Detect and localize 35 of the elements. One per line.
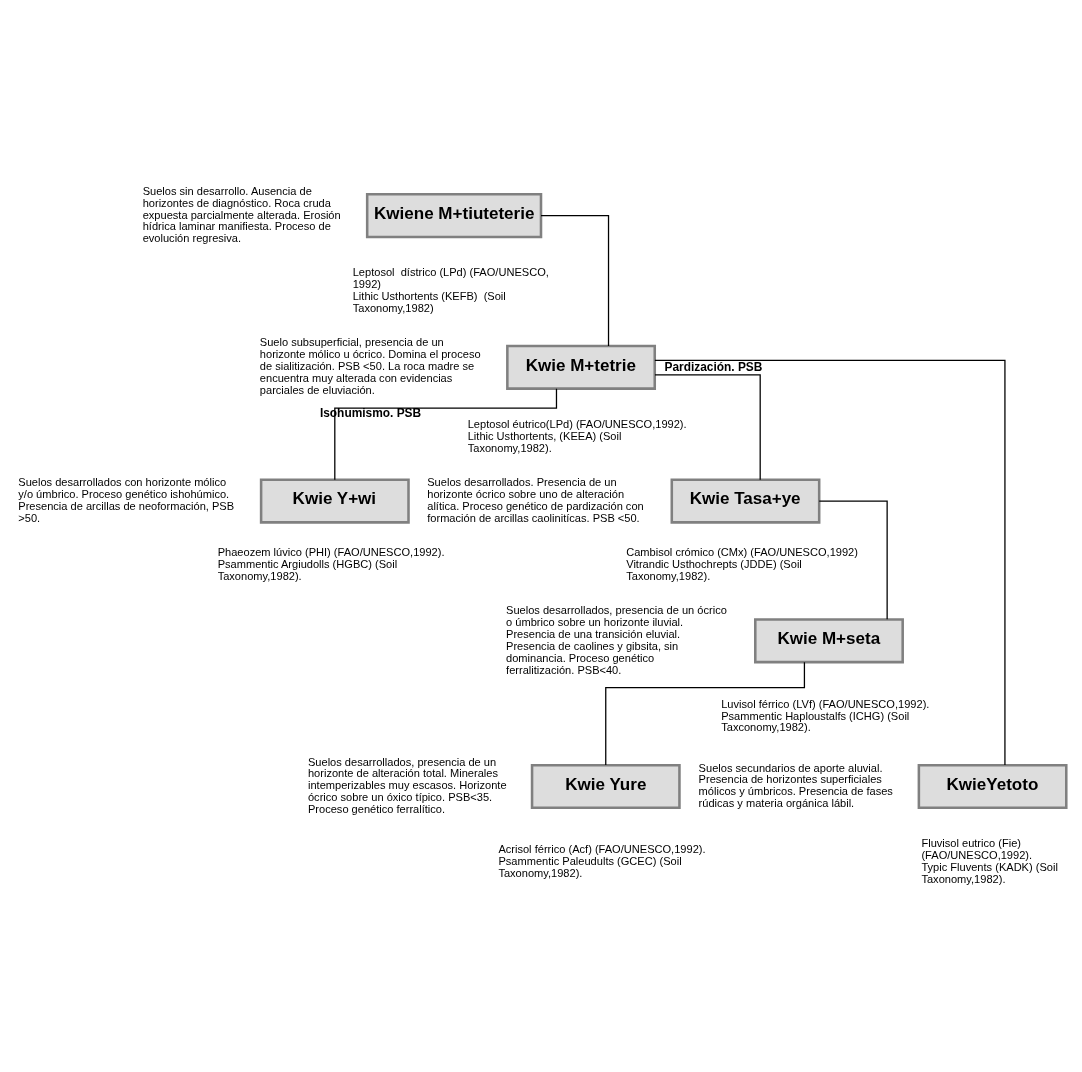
connector	[654, 374, 761, 481]
connector	[334, 388, 558, 481]
node-label: Suelos desarrollados, presencia de un ócrico o úmbrico sobre un horizonte iluvial. Presencia de una transición eluvial. Presencia de caolines y gibsita, sin dominancia. Proceso genético ferralitización. PSB<40.	[506, 603, 727, 676]
connector	[654, 359, 1006, 766]
node-label: Suelos desarrollados. Presencia de un horizonte ócrico sobre uno de alteración alítica. Proceso genético de pardización con formación de arcillas caolinitícas. PSB <50.	[427, 476, 644, 524]
node-label: Typic Fluvents (KADK) (Soil Taxonomy,1982).	[921, 861, 1058, 886]
node-box: Kwiene M+tiuteterie	[365, 193, 543, 239]
node-box: Kwie Yure	[530, 763, 681, 810]
node-label: Cambisol crómico (CMx) (FAO/UNESCO,1992)	[626, 545, 858, 558]
node-box: Kwie Tasa+ye	[670, 478, 821, 524]
node-box: Kwie M+seta	[754, 618, 904, 664]
node-box: KwieYetoto	[917, 763, 1068, 810]
node-box: Kwie Y+wi	[259, 478, 410, 524]
connector	[540, 215, 610, 347]
node-label: Luvisol férrico (LVf) (FAO/UNESCO,1992).	[721, 697, 930, 710]
node-label: Suelo subsuperficial, presencia de un horizonte mólico u ócrico. Domina el proceso de sialitización. PSB <50. La roca madre se encuentra muy alterada con evidencias parciales de eluviación.	[259, 336, 481, 397]
node-label: Psammentic Haploustalfs (ICHG) (Soil Taxconomy,1982).	[721, 709, 910, 734]
node-label: Suelos desarrollados con horizonte mólico y/o úmbrico. Proceso genético ishohúmico. Presencia de arcillas de neoformación, PSB >50.	[18, 476, 235, 524]
node-label: Phaeozem lúvico (PHI) (FAO/UNESCO,1992).	[217, 545, 445, 558]
connector	[818, 500, 888, 620]
node-label: Leptosol éutrico(LPd) (FAO/UNESCO,1992).	[467, 418, 687, 431]
node-box: Kwie M+tetrie	[506, 344, 657, 390]
node-label: Suelos sin desarrollo. Ausencia de horizontes de diagnóstico. Roca cruda expuesta parcialmente alterada. Erosión hídrica laminar manifiesta. Proceso de evolución regresiva.	[142, 184, 341, 245]
node-label: Fluvisol eutrico (Fie) (FAO/UNESCO,1992).	[921, 837, 1033, 862]
node-label: Vitrandic Usthochrepts (JDDE) (Soil Taxonomy,1982).	[626, 557, 802, 582]
node-label: Leptosol dístrico (LPd) (FAO/UNESCO, 1992)	[352, 266, 549, 291]
node-label: Psammentic Argiudolls (HGBC) (Soil Taxonomy,1982).	[217, 557, 398, 582]
node-label: Suelos desarrollados, presencia de un horizonte de alteración total. Minerales intemperizables muy escasos. Horizonte ócrico sobre un óxico típico. PSB<35. Proceso genético ferralítico.	[307, 755, 507, 816]
node-label: Lithic Usthortents, (KEEA) (Soil Taxonomy,1982).	[467, 430, 622, 454]
edge-label: Pardización. PSB	[664, 359, 763, 374]
node-label: Lithic Usthortents (KEFB) (Soil Taxonomy,1982)	[352, 290, 506, 315]
connector	[605, 661, 806, 766]
node-label: Psammentic Paleudults (GCEC) (Soil Taxonomy,1982).	[498, 855, 682, 880]
node-label: Acrisol férrico (Acf) (FAO/UNESCO,1992).	[498, 843, 706, 856]
node-label: Suelos secundarios de aporte aluvial. Presencia de horizontes superficiales mólicos y úmbricos. Presencia de fases rúdicas y materia orgánica lábil.	[698, 761, 893, 810]
